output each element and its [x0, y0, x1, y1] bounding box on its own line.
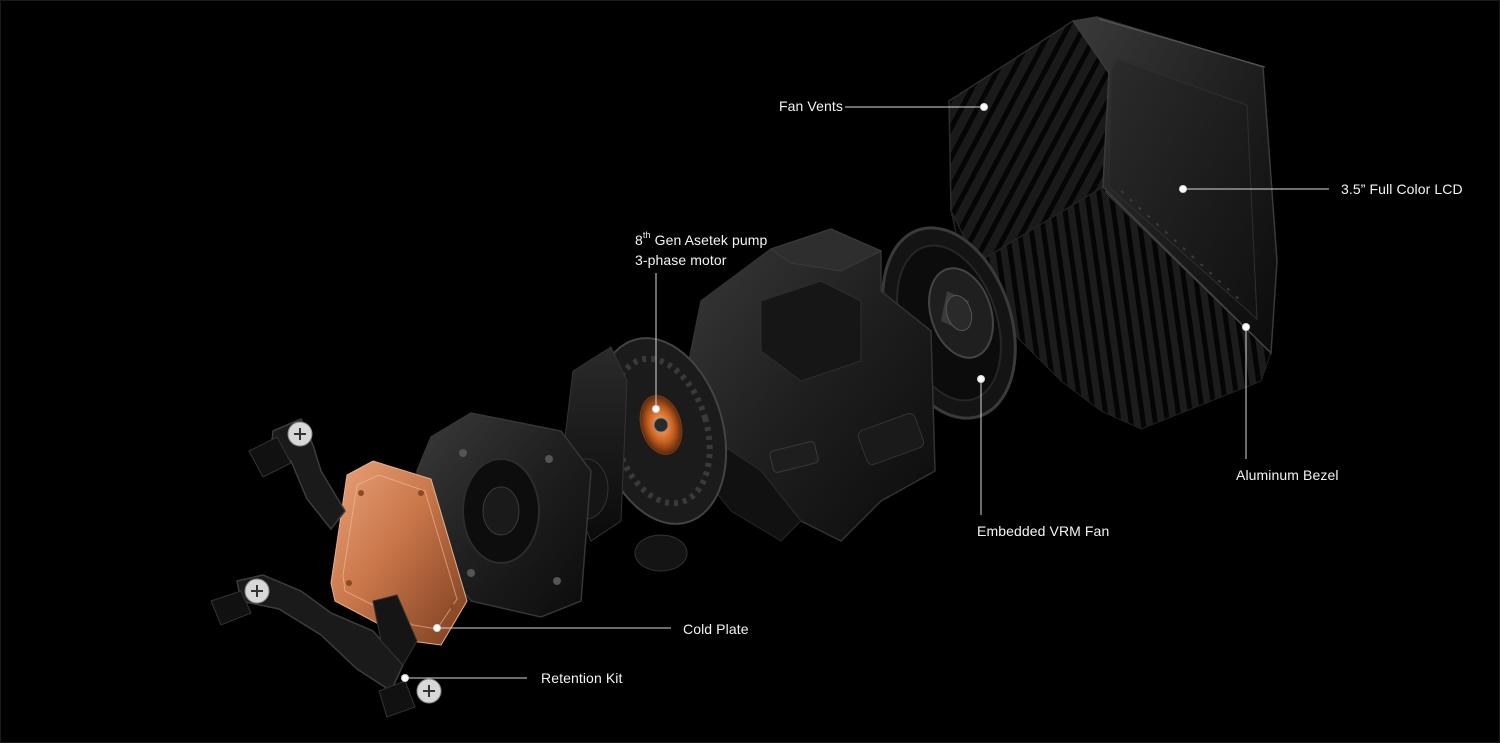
leader-dot-fan-vents [980, 103, 988, 111]
leader-dot-vrm-fan [977, 375, 985, 383]
leader-dot-retention-kit [401, 674, 409, 682]
callout-retention-kit: Retention Kit [541, 670, 623, 686]
callout-pump-line2: 3-phase motor [635, 252, 727, 268]
leader-dot-cold-plate [433, 624, 441, 632]
callout-pump-ordinal: 8 [635, 232, 643, 248]
pump-housing [680, 228, 936, 542]
callout-lcd: 3.5” Full Color LCD [1341, 181, 1463, 197]
pump-head-cover [948, 16, 1278, 430]
leader-dot-aluminum-bezel [1242, 323, 1250, 331]
callout-fan-vents: Fan Vents [779, 98, 843, 114]
callout-pump-motor: 8th Gen Asetek pump 3-phase motor [635, 230, 767, 270]
callout-pump-line1: Gen Asetek pump [650, 232, 768, 248]
callout-vrm-fan: Embedded VRM Fan [977, 523, 1110, 539]
leader-lines [401, 103, 1329, 682]
leader-dot-lcd [1179, 185, 1187, 193]
callout-aluminum-bezel: Aluminum Bezel [1236, 467, 1339, 483]
callout-pump-ordinal-suffix: th [642, 230, 651, 241]
leader-dot-pump-motor [652, 405, 660, 413]
retention-kit [210, 418, 442, 718]
callout-cold-plate: Cold Plate [683, 621, 749, 637]
